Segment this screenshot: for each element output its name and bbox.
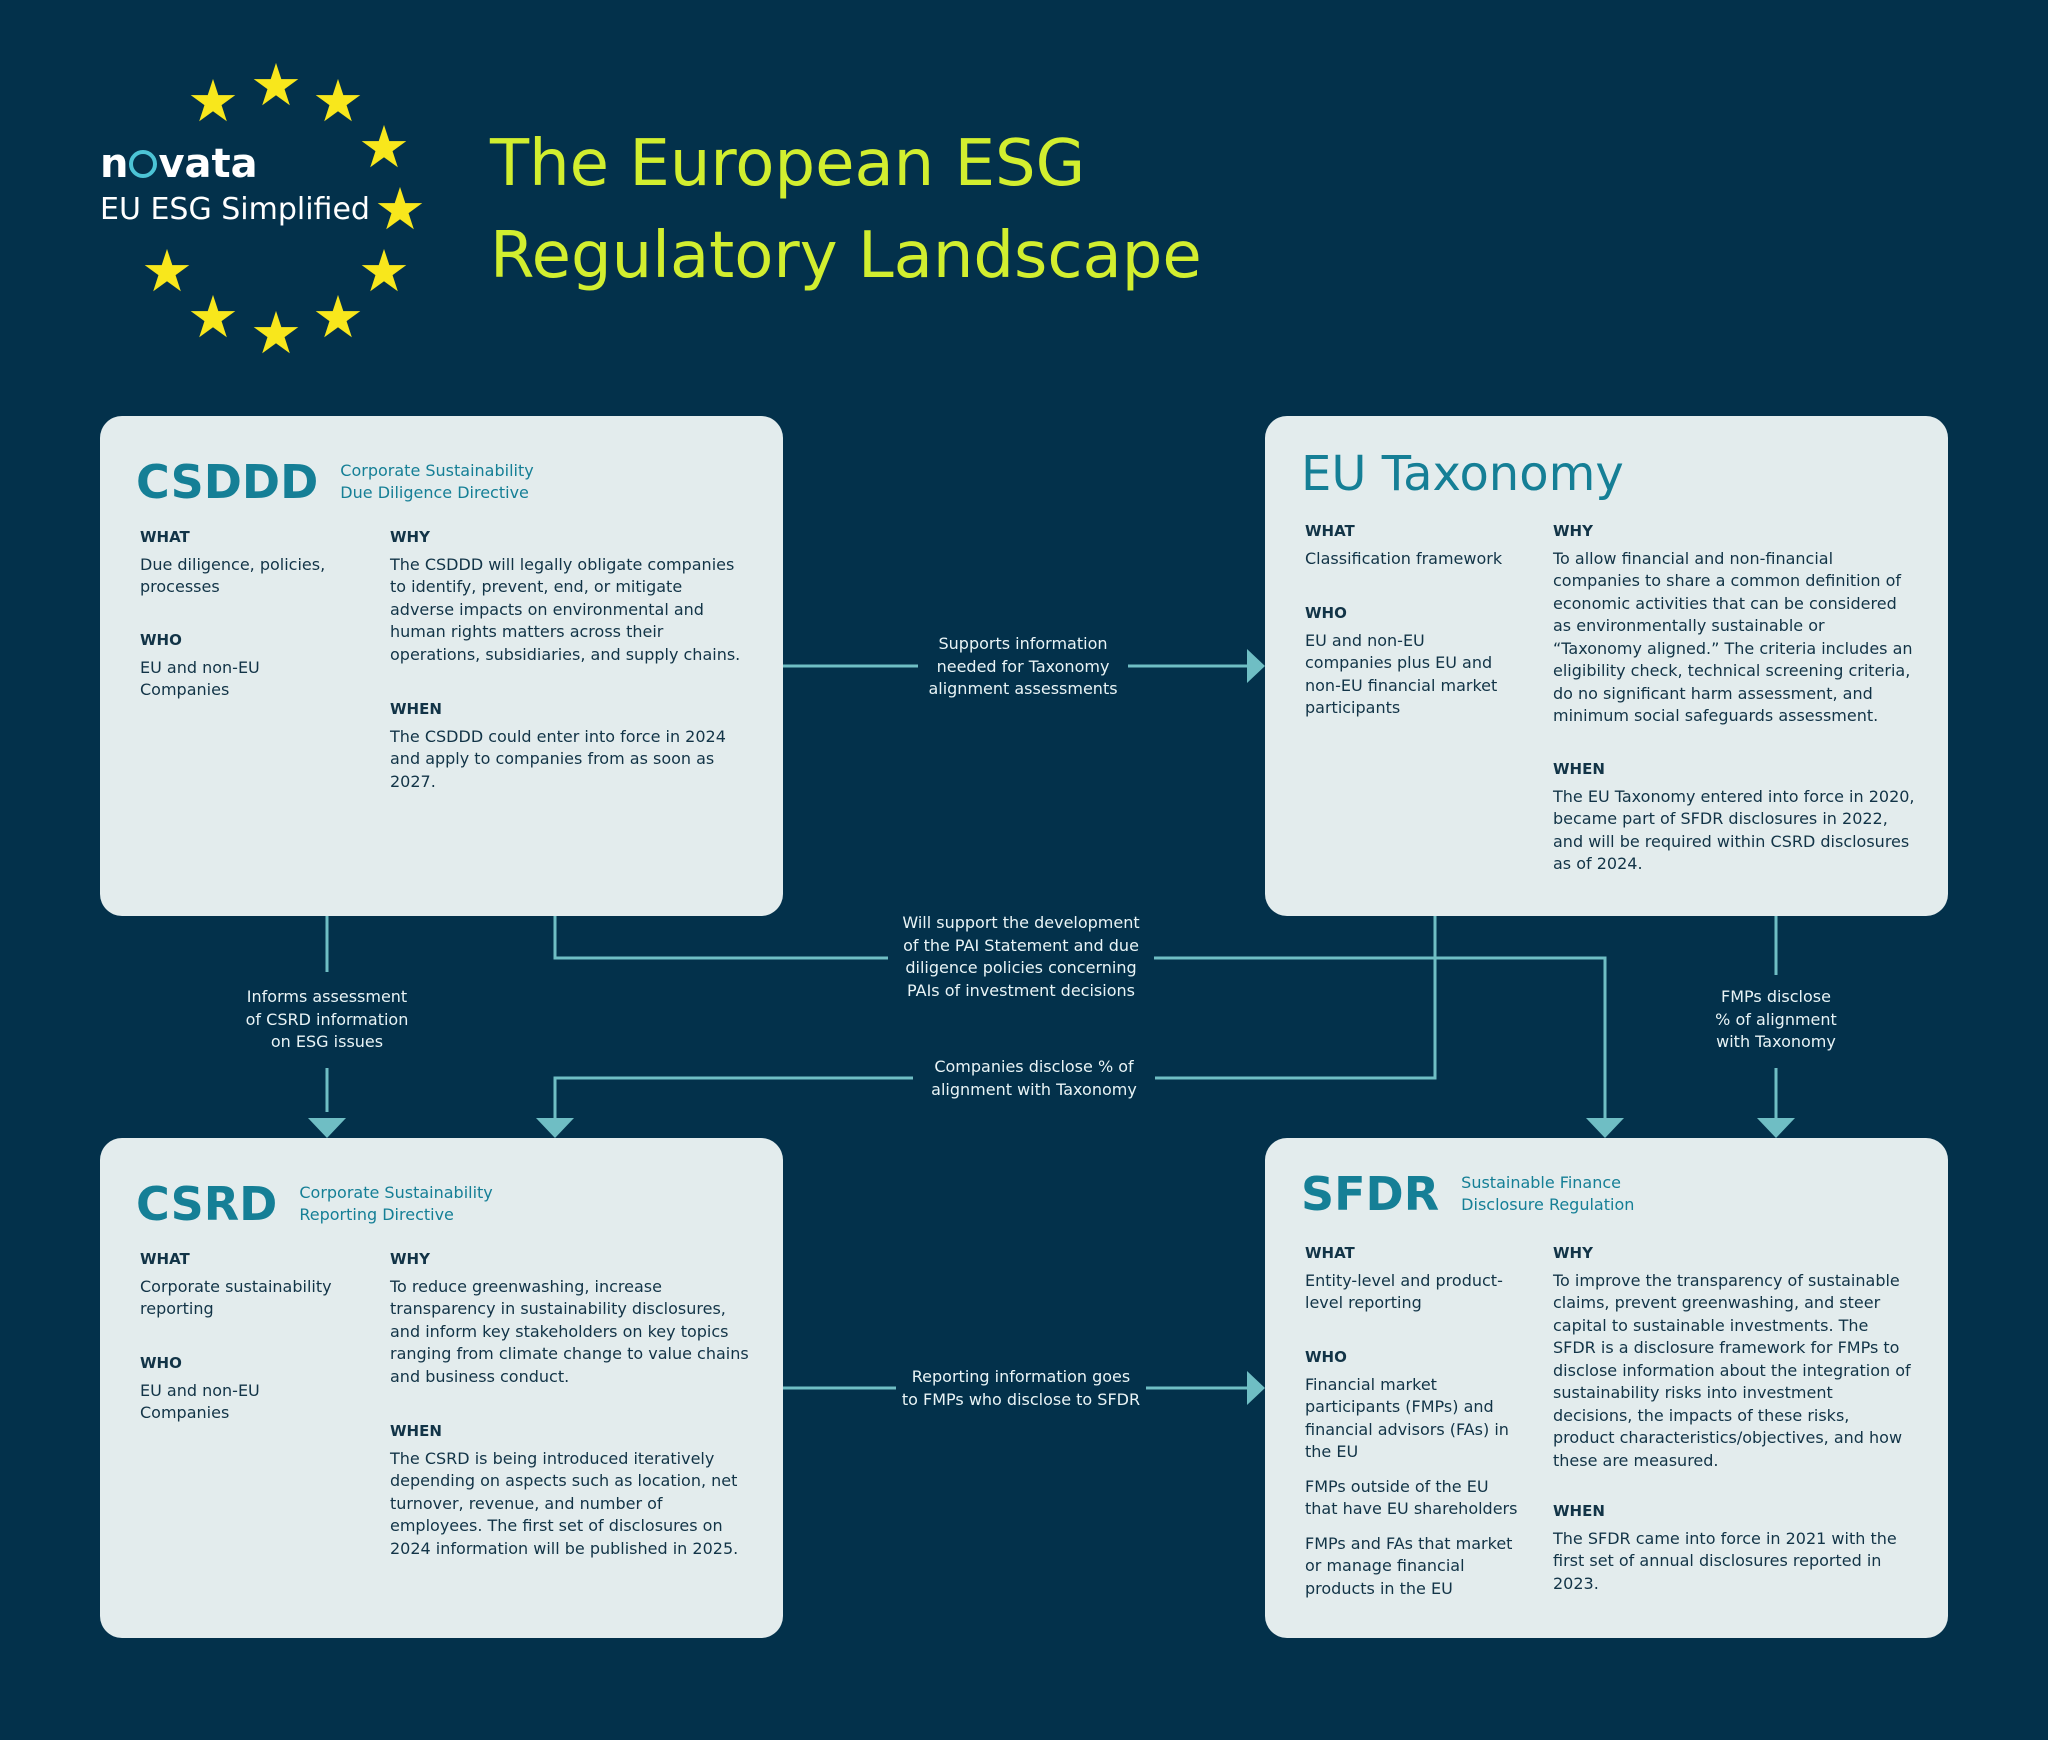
what-section: WHAT Due diligence, policies, processes (140, 528, 326, 596)
card-eu-taxonomy: EU Taxonomy WHAT Classification framewor… (1265, 416, 1948, 916)
when-section: WHEN The CSRD is being introduced iterat… (390, 1422, 739, 1558)
arrowhead-sfdr (1247, 1371, 1265, 1405)
star-icon: ★ (250, 299, 302, 367)
who-section: WHO EU and non-EU Companies (140, 1354, 260, 1422)
what-section: WHAT Corporate sustainability reporting (140, 1250, 332, 1318)
who-section: WHO EU and non-EU Companies (140, 631, 260, 699)
who-section: WHO EU and non-EU companies plus EU and … (1305, 604, 1498, 717)
why-section: WHY To allow financial and non-financial… (1553, 522, 1913, 725)
label-taxonomy-to-csrd: Companies disclose % of alignment with T… (931, 1057, 1137, 1099)
card-title: CSDDD (136, 455, 319, 509)
star-icon: ★ (358, 237, 410, 305)
label-csddd-to-sfdr: Will support the development of the PAI … (902, 913, 1140, 1000)
card-csrd: CSRD Corporate Sustainability Reporting … (100, 1138, 783, 1638)
card-subtitle: Sustainable Finance Disclosure Regulatio… (1461, 1173, 1635, 1214)
connector-taxonomy-csrd (553, 916, 1437, 1118)
star-icon: ★ (312, 67, 364, 135)
star-icon: ★ (187, 283, 239, 351)
card-subtitle: Corporate Sustainability Due Diligence D… (340, 461, 534, 502)
card-title: CSRD (136, 1177, 278, 1231)
card-sfdr: SFDR Sustainable Finance Disclosure Regu… (1265, 1138, 1948, 1638)
brand-subtitle: EU ESG Simplified (100, 192, 370, 227)
arrowhead-csrd-right (536, 1118, 574, 1138)
when-section: WHEN The SFDR came into force in 2021 wi… (1553, 1502, 1897, 1593)
star-icon: ★ (141, 237, 193, 305)
card-header: SFDR Sustainable Finance Disclosure Regu… (1301, 1166, 1634, 1222)
why-section: WHY To improve the transparency of susta… (1553, 1244, 1911, 1470)
arrowhead-csrd-left (308, 1118, 346, 1138)
card-header: CSDDD Corporate Sustainability Due Dilig… (136, 454, 534, 510)
why-section: WHY To reduce greenwashing, increase tra… (390, 1250, 749, 1386)
when-section: WHEN The EU Taxonomy entered into force … (1553, 760, 1915, 873)
star-icon: ★ (187, 67, 239, 135)
label-taxonomy-to-sfdr: FMPs disclose % of alignment with Taxono… (1715, 987, 1837, 1051)
star-icon: ★ (374, 175, 426, 243)
page-title: The European ESG Regulatory Landscape (490, 127, 1202, 293)
arrowhead-sfdr-right (1757, 1118, 1795, 1138)
when-section: WHEN The CSDDD could enter into force in… (390, 700, 726, 791)
star-icon: ★ (358, 113, 410, 181)
card-title: SFDR (1301, 1167, 1440, 1221)
who-section: WHO Financial market participants (FMPs)… (1305, 1348, 1518, 1598)
card-title: EU Taxonomy (1301, 446, 1624, 502)
logo-ring-icon (129, 150, 158, 178)
what-section: WHAT Classification framework (1305, 522, 1503, 568)
connector-csddd-sfdr (553, 916, 1607, 1118)
star-icon: ★ (250, 51, 302, 119)
arrowhead-taxonomy (1247, 649, 1265, 683)
label-csrd-to-sfdr: Reporting information goes to FMPs who d… (901, 1367, 1141, 1409)
arrowhead-sfdr-left (1586, 1118, 1624, 1138)
label-csddd-to-csrd: Informs assessment of CSRD information o… (245, 987, 409, 1051)
card-header: CSRD Corporate Sustainability Reporting … (136, 1176, 493, 1232)
what-section: WHAT Entity-level and product-level repo… (1305, 1244, 1503, 1312)
card-subtitle: Corporate Sustainability Reporting Direc… (299, 1183, 493, 1224)
card-csddd: CSDDD Corporate Sustainability Due Dilig… (100, 416, 783, 916)
why-section: WHY The CSDDD will legally obligate comp… (390, 528, 741, 664)
star-icon: ★ (312, 283, 364, 351)
label-csddd-to-taxonomy: Supports information needed for Taxonomy… (928, 634, 1118, 698)
card-header: EU Taxonomy (1301, 446, 1624, 502)
